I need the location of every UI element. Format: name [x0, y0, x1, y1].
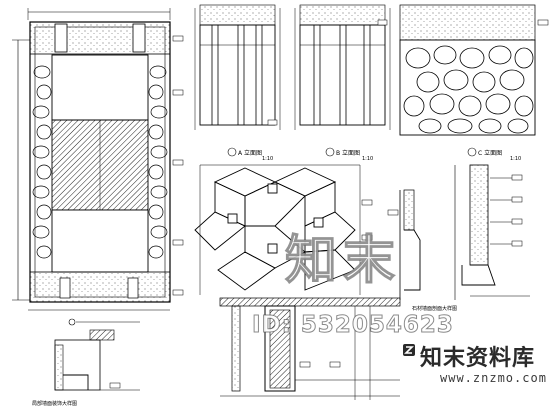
elevation-b-scale: 1:10: [362, 156, 373, 162]
brand-url: www.znzmo.com: [440, 371, 547, 385]
bottom-left-detail: 局部墙面装饰大样图: [32, 329, 140, 407]
elevation-c: C 立面图 1:10: [399, 4, 549, 162]
elevation-c-caption: C 立面图: [478, 149, 502, 157]
elevation-b-caption: B 立面图: [336, 149, 360, 157]
partial-detail-caption: 局部墙面装饰大样图: [32, 400, 77, 407]
brand-logo-icon: [403, 344, 415, 356]
ceiling-pattern-plan: [194, 164, 373, 295]
main-wall-elevation: [12, 8, 184, 326]
section-detail-right: [454, 164, 530, 300]
watermark-logo: 知末: [284, 230, 402, 291]
elevation-c-scale: 1:10: [510, 156, 521, 162]
section-detail-left: [387, 189, 421, 300]
elevation-b: B 立面图 1:10: [294, 4, 391, 162]
watermark-id: ID: 532054623: [252, 312, 454, 339]
bottom-wall-section: [219, 297, 401, 400]
elevation-a-scale: 1:10: [262, 156, 273, 162]
elevation-a: A 立面图 1:10: [194, 4, 281, 162]
brand-name: 知末资料库: [420, 346, 536, 371]
elevation-a-caption: A 立面图: [238, 149, 262, 157]
section-detail-caption: 石材墙面剖面大样图: [412, 305, 457, 312]
